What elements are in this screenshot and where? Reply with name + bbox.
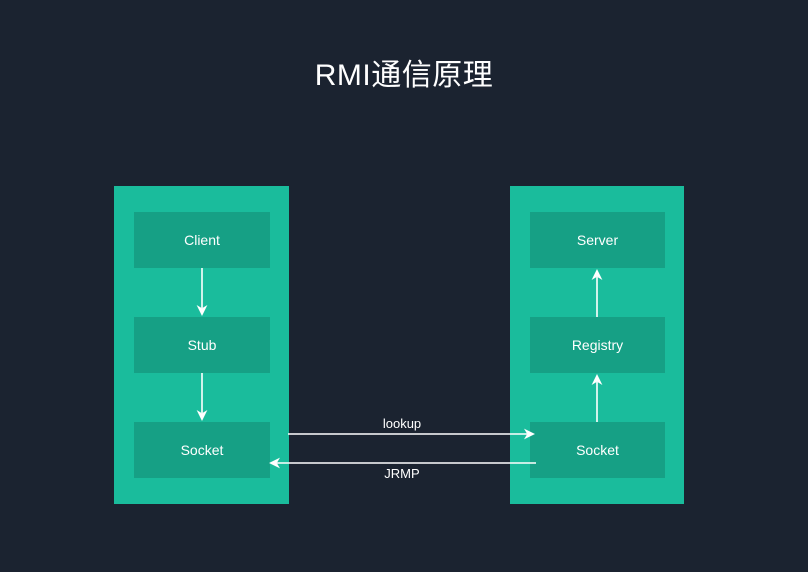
node-client[interactable]: Client — [134, 212, 270, 268]
node-registry[interactable]: Registry — [530, 317, 665, 373]
node-socket-server[interactable]: Socket — [530, 422, 665, 478]
edge-label-lookup: lookup — [382, 416, 422, 431]
arrow-stub-to-socket — [194, 373, 210, 422]
node-stub[interactable]: Stub — [134, 317, 270, 373]
page-title: RMI通信原理 — [314, 59, 494, 92]
arrow-registry-to-server — [589, 268, 605, 317]
arrow-jrmp — [268, 456, 536, 470]
edge-label-jrmp: JRMP — [384, 466, 420, 481]
node-server[interactable]: Server — [530, 212, 665, 268]
node-socket-client[interactable]: Socket — [134, 422, 270, 478]
arrow-lookup — [288, 427, 536, 441]
arrow-client-to-stub — [194, 268, 210, 317]
arrow-socket-to-registry — [589, 373, 605, 422]
